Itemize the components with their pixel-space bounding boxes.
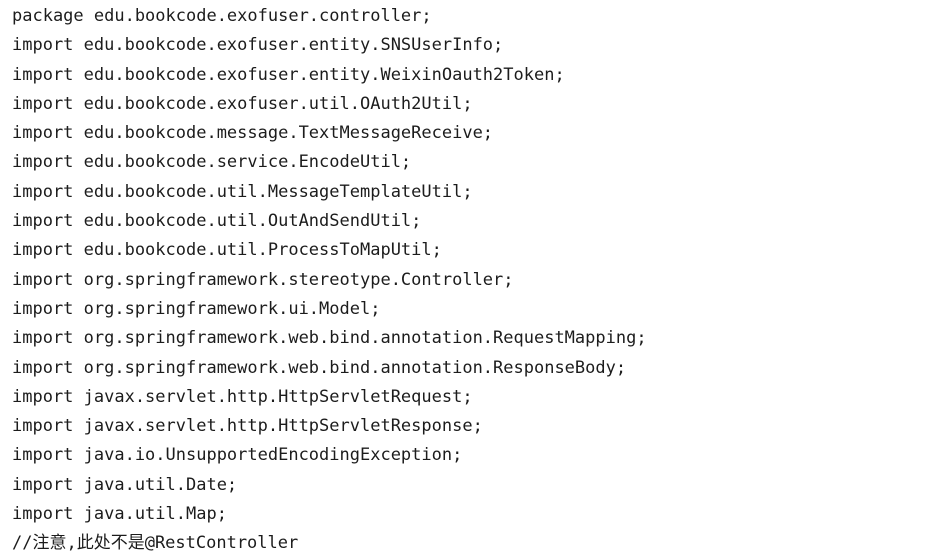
- code-line: import edu.bookcode.message.TextMessageR…: [12, 123, 494, 144]
- code-line: import org.springframework.web.bind.anno…: [12, 328, 647, 349]
- code-line: import edu.bookcode.util.OutAndSendUtil;: [12, 211, 422, 232]
- code-line: import org.springframework.ui.Model;: [12, 298, 381, 319]
- code-line: import edu.bookcode.util.ProcessToMapUti…: [12, 240, 442, 261]
- code-line: import java.util.Map;: [12, 504, 227, 525]
- code-line-comment: //注意,此处不是@RestController: [12, 533, 299, 554]
- code-line: import org.springframework.stereotype.Co…: [12, 269, 514, 290]
- code-line: import org.springframework.web.bind.anno…: [12, 357, 627, 378]
- code-line: import edu.bookcode.util.MessageTemplate…: [12, 181, 473, 202]
- code-line: import java.util.Date;: [12, 474, 238, 495]
- code-line: import javax.servlet.http.HttpServletReq…: [12, 386, 473, 407]
- code-line: import javax.servlet.http.HttpServletRes…: [12, 416, 483, 437]
- code-line: import edu.bookcode.exofuser.util.OAuth2…: [12, 93, 473, 114]
- code-line: import edu.bookcode.exofuser.entity.SNSU…: [12, 35, 504, 56]
- code-line: import edu.bookcode.service.EncodeUtil;: [12, 152, 412, 173]
- code-line: import java.io.UnsupportedEncodingExcept…: [12, 445, 463, 466]
- code-line: import edu.bookcode.exofuser.entity.Weix…: [12, 64, 565, 85]
- code-line: package edu.bookcode.exofuser.controller…: [12, 6, 432, 26]
